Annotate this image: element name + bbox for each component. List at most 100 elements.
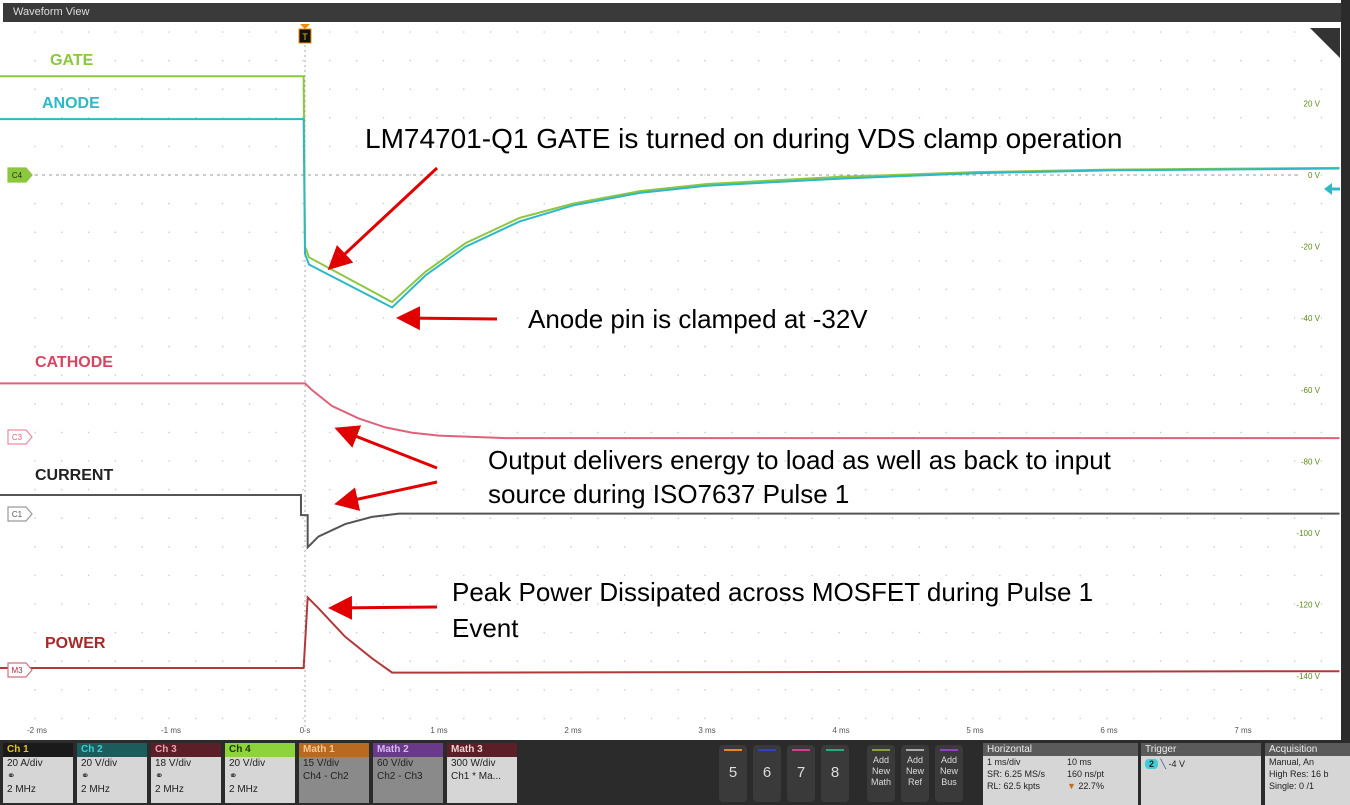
grid-dot: [1213, 288, 1215, 291]
grid-dot: [811, 574, 813, 577]
grid-dot: [516, 603, 519, 605]
grid-dot: [329, 517, 331, 519]
grid-dot: [436, 689, 438, 691]
grid-dot: [811, 403, 813, 405]
grid-dot: [865, 88, 867, 90]
grid-dot: [1106, 488, 1108, 491]
grid-dot: [141, 603, 143, 605]
grid-dot: [570, 117, 572, 119]
grid-dot: [141, 345, 143, 348]
grid-dot: [329, 317, 331, 319]
grid-dot: [731, 660, 733, 662]
grid-dot: [597, 603, 599, 605]
grid-dot: [221, 174, 224, 176]
grid-dot: [221, 717, 224, 720]
grid-dot: [1240, 603, 1242, 605]
grid-dot: [972, 317, 974, 319]
grid-dot: [302, 603, 304, 605]
grid-dot: [114, 345, 117, 348]
grid-dot: [114, 231, 117, 233]
grid-dot: [1025, 631, 1028, 634]
channel-button-8[interactable]: 8: [821, 745, 849, 802]
anode-label: ANODE: [42, 95, 100, 112]
channel-button-6[interactable]: 6: [753, 745, 781, 802]
corner-menu-icon[interactable]: [1310, 28, 1340, 58]
add-button-2[interactable]: Add New Bus: [935, 745, 963, 802]
channel-button-5[interactable]: 5: [719, 745, 747, 802]
grid-dot: [61, 31, 63, 33]
grid-dot: [999, 403, 1001, 405]
trigger-panel[interactable]: Trigger 2 ╲ -4 V: [1141, 743, 1261, 805]
grid-dot: [61, 231, 63, 233]
grid-dot: [945, 374, 947, 377]
add-button-1[interactable]: Add New Ref: [901, 745, 929, 802]
channel-scale: 20 V/div: [229, 758, 266, 769]
grid-dot: [1159, 574, 1162, 577]
grid-dot: [1186, 517, 1189, 519]
trigger-level-arrow-icon[interactable]: [1324, 183, 1332, 195]
grid-dot: [87, 603, 90, 605]
channel-scale: 300 W/div: [451, 758, 496, 769]
grid-dot: [489, 288, 492, 291]
grid-dot: [918, 117, 921, 119]
grid-dot: [1293, 202, 1296, 205]
grid-dot: [409, 345, 412, 348]
grid-dot: [221, 460, 224, 462]
grid-dot: [436, 631, 438, 634]
trigger-marker[interactable]: T: [298, 24, 312, 44]
add-button-0[interactable]: Add New Math: [867, 745, 895, 802]
grid-dot: [168, 31, 170, 33]
grid-dot: [168, 345, 170, 348]
grid-dot: [999, 231, 1001, 233]
grid-dot: [784, 460, 787, 462]
marker-m3[interactable]: M3: [7, 662, 33, 678]
scrollbar[interactable]: [1341, 0, 1350, 740]
grid-dot: [141, 88, 143, 90]
grid-dot: [87, 231, 90, 233]
grid-dot: [248, 31, 251, 33]
channel-button-7[interactable]: 7: [787, 745, 815, 802]
grid-dot: [677, 288, 679, 291]
grid-dot: [623, 460, 626, 462]
grid-dot: [865, 59, 867, 62]
grid-dot: [409, 546, 412, 548]
grid-dot: [1159, 374, 1162, 377]
marker-c4[interactable]: C4: [7, 167, 33, 183]
current-label: CURRENT: [35, 467, 114, 484]
grid-dot: [87, 59, 90, 62]
grid-dot: [865, 717, 867, 720]
grid-dot: [1293, 431, 1296, 434]
grid-dot: [355, 145, 358, 148]
grid-dot: [945, 431, 947, 434]
resolution: 160 ns/pt: [1067, 769, 1105, 779]
grid-dot: [543, 488, 545, 491]
grid-dot: [1052, 488, 1055, 491]
trigger-position-icon: ▼: [1067, 781, 1079, 791]
grid-dot: [248, 403, 251, 405]
grid-dot: [704, 260, 706, 262]
acquisition-panel[interactable]: Acquisition Manual, An High Res: 16 b Si…: [1265, 743, 1350, 805]
grid-dot: [516, 202, 519, 205]
grid-dot: [1267, 202, 1269, 205]
grid-dot: [704, 689, 706, 691]
marker-c3[interactable]: C3: [7, 429, 33, 445]
grid-dot: [1267, 431, 1269, 434]
grid-dot: [355, 689, 358, 691]
grid-dot: [784, 689, 787, 691]
grid-dot: [945, 59, 947, 62]
grid-dot: [891, 689, 894, 691]
marker-c1[interactable]: C1: [7, 506, 33, 522]
grid-dot: [436, 88, 438, 90]
grid-dot: [114, 288, 117, 291]
grid-dot: [382, 260, 385, 262]
grid-dot: [1213, 488, 1215, 491]
